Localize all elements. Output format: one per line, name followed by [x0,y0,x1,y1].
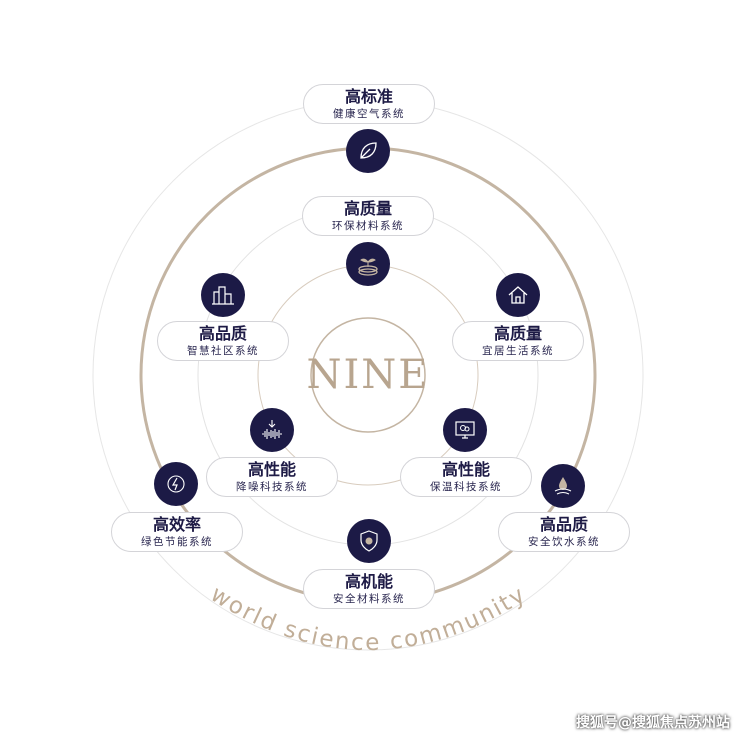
label-title: 高质量 [493,323,542,343]
label-subtitle: 环保材料系统 [332,219,404,232]
sprout-icon [346,242,390,286]
label-title: 高品质 [539,514,588,534]
label-title: 高性能 [247,459,296,479]
label-title: 高标准 [344,86,393,106]
nine-logo: NINE [306,352,430,398]
label-midright: 高性能 保温科技系统 [400,457,532,497]
label-farleft: 高效率 绿色节能系统 [111,512,243,552]
center-circle [310,317,426,433]
label-title: 高机能 [344,571,393,591]
label-subtitle: 宜居生活系统 [482,344,554,357]
label-subtitle: 安全饮水系统 [528,535,600,548]
label-midleft: 高性能 降噪科技系统 [206,457,338,497]
label-right: 高质量 宜居生活系统 [452,321,584,361]
label-subtitle: 安全材料系统 [333,592,405,605]
shield-icon [347,519,391,563]
label-title: 高效率 [152,514,201,534]
energy-icon [154,462,198,506]
watermark: 搜狐号@搜狐焦点苏州站 [576,715,730,731]
leaf-icon [346,129,390,173]
water-drop-icon [541,464,585,508]
label-subtitle: 绿色节能系统 [141,535,213,548]
house-icon [496,273,540,317]
label-upper: 高质量 环保材料系统 [302,196,434,236]
label-subtitle: 智慧社区系统 [187,344,259,357]
label-left: 高品质 智慧社区系统 [157,321,289,361]
label-top: 高标准 健康空气系统 [303,84,435,124]
thermostat-icon [443,408,487,452]
buildings-icon [201,273,245,317]
soundwave-icon [250,408,294,452]
label-subtitle: 保温科技系统 [430,480,502,493]
label-bottom: 高机能 安全材料系统 [303,569,435,609]
label-title: 高性能 [441,459,490,479]
label-subtitle: 健康空气系统 [333,107,405,120]
label-subtitle: 降噪科技系统 [236,480,308,493]
label-title: 高品质 [198,323,247,343]
label-farright: 高品质 安全饮水系统 [498,512,630,552]
label-title: 高质量 [343,198,392,218]
